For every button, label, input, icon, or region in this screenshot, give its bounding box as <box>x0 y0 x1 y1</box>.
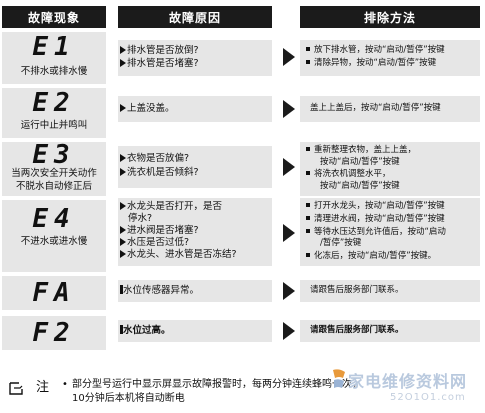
watermark-logo-icon <box>333 369 345 388</box>
arrow-icon <box>120 45 126 54</box>
solution-item: 清理进水阀，按动“启动/暂停”按键 <box>306 214 445 225</box>
symptom-text: 运行中止并鸣叫 <box>20 120 88 131</box>
symptom-cell: E3 当两次安全开关动作 不脱水自动修正后 <box>2 142 106 196</box>
cause-item: 停水? <box>128 213 153 224</box>
arrow-icon <box>120 167 126 176</box>
solution-item: 按动“启动/暂停”按键 <box>320 181 400 191</box>
solution-cell: 放下排水管，按动“启动/暂停”按键 清除异物，按动“启动/暂停”按键 <box>300 40 480 76</box>
solution-item: 请跟售后服务部门联系。 <box>310 285 404 295</box>
triangle-arrow-icon <box>283 322 295 340</box>
cause-item: 水位传感器异常。 <box>120 285 199 297</box>
symptom-text: 不进水或进水慢 <box>20 236 88 247</box>
cause-cell: 水位传感器异常。 <box>118 280 272 302</box>
cause-cell: 排水管是否放倒? 排水管是否堵塞? <box>118 40 272 76</box>
cause-item: 水压是否过低? <box>120 237 189 249</box>
bullet-icon <box>306 215 310 220</box>
solution-item: /暂停”按键 <box>320 238 362 248</box>
solution-item: 将洗衣机调整水平， <box>306 169 391 180</box>
pointing-hand-icon <box>9 382 23 395</box>
note-text: • 部分型号运行中显示屏显示故障报警时，每两分钟连续蜂鸣一次，10分钟后本机将自… <box>62 378 372 406</box>
bullet-icon <box>306 202 310 207</box>
fault-code: E3 <box>32 140 76 170</box>
arrow-icon <box>120 103 126 112</box>
arrow-icon <box>120 225 126 234</box>
header-symptom: 故障现象 <box>2 6 106 28</box>
note-bullet: • <box>62 379 68 390</box>
triangle-arrow-icon <box>283 48 295 66</box>
fault-code: FA <box>32 278 76 308</box>
triangle-arrow-icon <box>283 282 295 300</box>
watermark: 家电维修资料网 52O1O1.com <box>330 368 482 412</box>
cause-item: 水龙头是否打开，是否 <box>120 201 222 213</box>
note-body: 部分型号运行中显示屏显示故障报警时，每两分钟连续蜂鸣一次，10分钟后本机将自动断… <box>72 379 362 404</box>
fault-code: F2 <box>32 318 76 348</box>
cause-cell: 水位过高。 <box>118 320 272 342</box>
cause-item: 进水阀是否堵塞? <box>120 225 199 237</box>
solution-item: 清除异物，按动“启动/暂停”按键 <box>306 58 436 69</box>
triangle-arrow-icon <box>283 224 295 242</box>
triangle-arrow-icon <box>283 158 295 176</box>
bar-icon <box>120 285 123 294</box>
solution-cell: 请跟售后服务部门联系。 <box>300 280 480 302</box>
solution-item: 按动“启动/暂停”按键 <box>320 157 400 167</box>
cause-cell: 上盖没盖。 <box>118 96 272 122</box>
cause-cell: 水龙头是否打开，是否 停水? 进水阀是否堵塞? 水压是否过低? 水龙头、进水管是… <box>118 198 272 266</box>
arrow-icon <box>120 153 126 162</box>
bullet-icon <box>306 46 310 51</box>
symptom-cell: E1 不排水或排水慢 <box>2 32 106 84</box>
solution-item: 化冻后，按动“启动/暂停”按键。 <box>306 251 436 262</box>
solution-item: 等待水压达到允许值后，按动“启动 <box>306 227 446 238</box>
bullet-icon <box>306 252 310 257</box>
symptom-cell: E4 不进水或进水慢 <box>2 200 106 272</box>
solution-cell: 盖上上盖后，按动“启动/暂停”按键 <box>300 96 480 122</box>
solution-cell: 请跟售后服务部门联系。 <box>300 320 480 342</box>
arrow-icon <box>120 237 126 246</box>
triangle-arrow-icon <box>283 100 295 118</box>
arrow-icon <box>120 201 126 210</box>
cause-item: 衣物是否放偏? <box>120 153 189 165</box>
fault-code: E1 <box>32 32 76 62</box>
symptom-cell: FA <box>2 276 106 310</box>
arrow-icon <box>120 58 126 67</box>
bullet-icon <box>306 146 310 151</box>
cause-cell: 衣物是否放偏? 洗衣机是否倾斜? <box>118 146 272 188</box>
header-solution: 排除方法 <box>300 6 480 28</box>
fault-code: E2 <box>32 88 76 118</box>
solution-item: 放下排水管，按动“启动/暂停”按键 <box>306 45 445 56</box>
symptom-text: 不排水或排水慢 <box>20 66 88 77</box>
watermark-main-text: 家电维修资料网 <box>348 372 468 391</box>
bullet-icon <box>306 59 310 64</box>
cause-item: 水位过高。 <box>120 325 171 337</box>
bullet-icon <box>306 170 310 175</box>
solution-cell: 重新整理衣物，盖上上盖， 按动“启动/暂停”按键 将洗衣机调整水平， 按动“启动… <box>300 142 480 196</box>
cause-item: 水龙头、进水管是否冻结? <box>120 249 237 261</box>
solution-item: 盖上上盖后，按动“启动/暂停”按键 <box>310 103 441 113</box>
solution-item: 重新整理衣物，盖上上盖， <box>306 145 416 156</box>
note-label: 注 <box>36 380 50 395</box>
solution-item: 请跟售后服务部门联系。 <box>310 325 404 335</box>
solution-cell: 打开水龙头，按动“启动/暂停”按键 清理进水阀，按动“启动/暂停”按键 等待水压… <box>300 198 480 266</box>
cause-item: 洗衣机是否倾斜? <box>120 167 199 179</box>
arrow-icon <box>120 249 126 258</box>
cause-item: 排水管是否堵塞? <box>120 58 199 70</box>
symptom-cell: F2 <box>2 316 106 350</box>
fault-code: E4 <box>32 204 76 234</box>
symptom-text: 不脱水自动修正后 <box>15 181 92 192</box>
bullet-icon <box>306 228 310 233</box>
cause-item: 排水管是否放倒? <box>120 45 199 57</box>
symptom-cell: E2 运行中止并鸣叫 <box>2 88 106 138</box>
bar-icon <box>120 325 123 334</box>
header-cause: 故障原因 <box>118 6 272 28</box>
watermark-sub-text: 52O1O1.com <box>390 392 466 403</box>
solution-item: 打开水龙头，按动“启动/暂停”按键 <box>306 201 445 212</box>
symptom-text: 当两次安全开关动作 <box>11 168 97 179</box>
cause-item: 上盖没盖。 <box>120 103 175 115</box>
